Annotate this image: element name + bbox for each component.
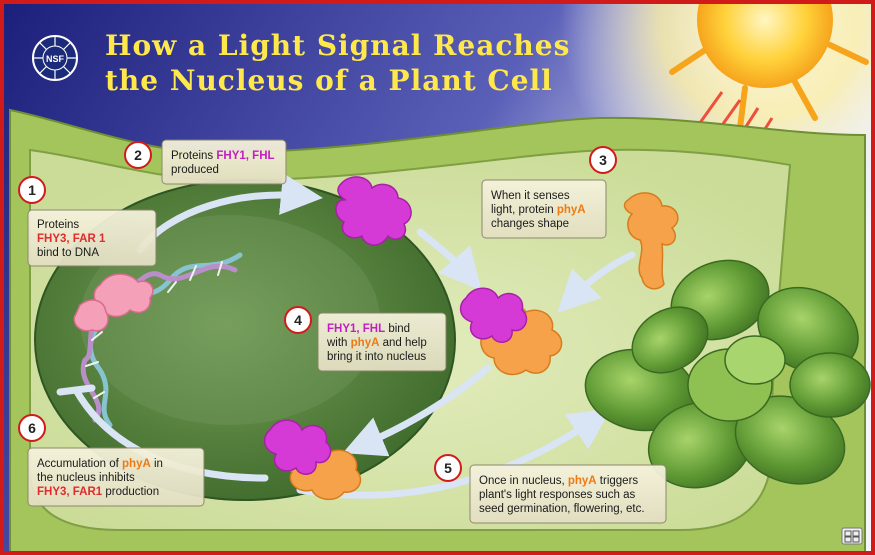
complex-in-nucleus	[263, 419, 362, 501]
step-label-segment: When it senses	[491, 190, 570, 202]
step-label-text: Once in nucleus, phyA triggers plant's li…	[479, 475, 645, 515]
step-label-box	[27, 447, 205, 507]
step-label-segment: and help	[379, 337, 426, 349]
step-label-segment: seed germination, flowering, etc.	[479, 503, 645, 515]
plant-icon	[584, 259, 871, 489]
credit-logo-icon	[841, 527, 863, 545]
step-label-segment: Proteins	[37, 219, 79, 231]
title-line-1: How a Light Signal Reaches	[105, 29, 570, 62]
step-label-segment: bind	[385, 323, 410, 335]
step-label-segment: FHY1, FHL	[216, 150, 274, 162]
step-label-text: FHY1, FHL bind with phyA and help bring it…	[326, 323, 427, 363]
step-label-segment: in	[151, 458, 163, 470]
step-label-segment: bring it into nucleus	[327, 351, 426, 363]
step-label-text: Accumulation of phyA in the nucleus inhib…	[37, 458, 163, 498]
step-label-segment: with	[326, 337, 351, 349]
step-number-badge	[434, 454, 462, 482]
step-number: 4	[294, 312, 302, 328]
step-label-segment: FHY1, FHL	[327, 323, 385, 335]
step-label-text: Proteins FHY1, FHL produced	[171, 150, 275, 176]
title-line-2: the Nucleus of a Plant Cell	[105, 64, 553, 97]
step-number-badge	[18, 414, 46, 442]
nsf-logo-icon: NSF	[32, 35, 78, 81]
step-number: 5	[444, 460, 452, 476]
step-label-box	[481, 179, 607, 239]
step-number-badge	[589, 146, 617, 174]
step-label-segment: light, protein	[491, 204, 557, 216]
step-label-segment: FHY3, FAR1	[37, 486, 103, 498]
step-number: 1	[28, 182, 36, 198]
sun-icon	[669, 0, 869, 131]
step-label-segment: phyA	[351, 337, 380, 349]
step-label-segment: phyA	[122, 458, 151, 470]
step-label-segment: Accumulation of	[37, 458, 122, 470]
step-label-box	[317, 312, 447, 372]
step-label-segment: changes shape	[491, 218, 569, 230]
step-number: 2	[134, 147, 142, 163]
fhy3-far1-protein	[73, 273, 154, 332]
step-number-badge	[284, 306, 312, 334]
step-label-segment: production	[102, 486, 159, 498]
step-label-segment: FHY3, FAR 1	[37, 233, 106, 245]
step-number-badge	[124, 141, 152, 169]
step-label-text: When it senses light, protein phyA changes…	[491, 190, 586, 230]
step-label-box	[161, 139, 287, 185]
step-label-segment: triggers	[597, 475, 639, 487]
step-number-badge	[18, 176, 46, 204]
fhy1-fhl-protein	[335, 176, 412, 246]
step-2: 2 Proteins FHY1, FHL produced	[124, 139, 287, 185]
step-label-segment: the nucleus inhibits	[37, 472, 135, 484]
step-label-segment: Once in nucleus,	[479, 475, 568, 487]
step-label-segment: plant's light responses such as	[479, 489, 636, 501]
step-label-segment: phyA	[568, 475, 597, 487]
step-number: 3	[599, 152, 607, 168]
step-label-box	[469, 464, 667, 524]
fhy1-phya-complex	[459, 287, 563, 376]
step-label-segment: Proteins	[171, 150, 216, 162]
nsf-logo-text: NSF	[46, 54, 65, 64]
phya-protein	[623, 192, 679, 290]
step-number: 6	[28, 420, 36, 436]
step-label-segment: produced	[171, 164, 219, 176]
step-label-segment: bind to DNA	[37, 247, 99, 259]
step-label-box	[27, 209, 157, 267]
step-label-segment: phyA	[557, 204, 586, 216]
